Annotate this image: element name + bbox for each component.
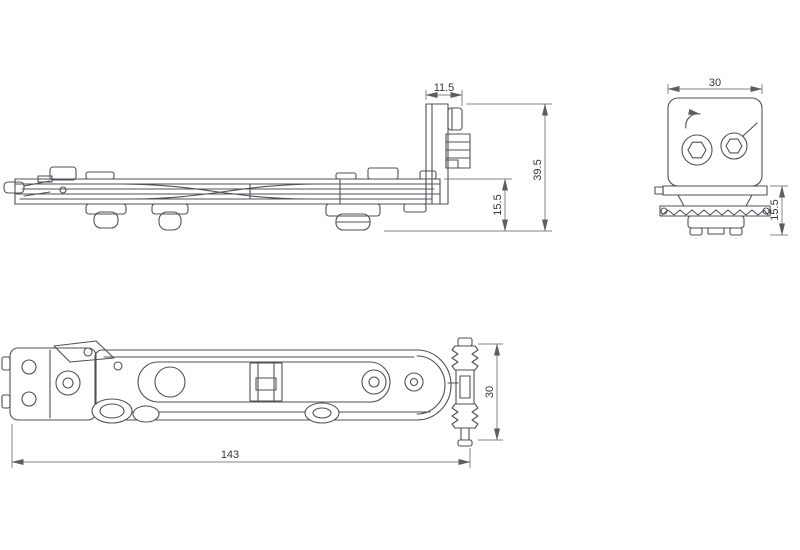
end-view: 30 15.5 xyxy=(654,77,788,236)
dim-label-end-width: 30 xyxy=(709,77,721,89)
side-view: 11.5 39.5 15.5 xyxy=(3,82,552,232)
dim-label-track-height: 30 xyxy=(484,386,496,398)
side-view-rollers xyxy=(85,203,427,231)
plan-view-tongue xyxy=(53,340,115,363)
dim-label-overall-height: 39.5 xyxy=(532,159,544,180)
plan-view-rollers xyxy=(91,398,340,424)
dim-label-end-rail-height: 15.5 xyxy=(769,199,781,220)
side-view-left-latch xyxy=(3,166,77,197)
dimension-overall-height: 39.5 xyxy=(384,103,552,232)
dimension-overall-length: 143 xyxy=(11,424,471,468)
dim-label-overall-length: 143 xyxy=(221,449,239,461)
dimension-end-width: 30 xyxy=(667,77,763,94)
plan-view: 30 143 xyxy=(1,337,503,468)
side-view-rivets xyxy=(85,167,437,180)
dimension-tab-offset: 11.5 xyxy=(425,82,463,106)
side-view-bracket xyxy=(425,103,471,205)
side-view-arm-assembly xyxy=(14,178,441,205)
dim-label-tab-offset: 11.5 xyxy=(434,82,455,94)
plan-view-track-piece xyxy=(447,337,479,447)
dimension-side-rail-height: 15.5 xyxy=(444,178,512,232)
dim-label-side-rail-height: 15.5 xyxy=(492,194,504,215)
end-view-screws xyxy=(681,132,748,166)
plan-view-body xyxy=(94,349,452,421)
rotation-arrow-icon xyxy=(685,108,701,129)
dimension-track-height: 30 xyxy=(478,343,503,441)
plan-view-left-bracket xyxy=(1,347,97,421)
end-view-rail xyxy=(654,185,771,236)
end-view-plate xyxy=(667,97,763,187)
dimension-end-rail-height: 15.5 xyxy=(769,185,788,236)
